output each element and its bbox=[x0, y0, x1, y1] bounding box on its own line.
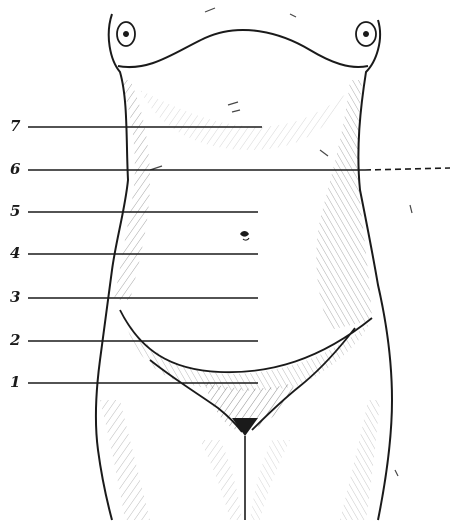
label-2: 2 bbox=[10, 333, 20, 348]
label-7: 7 bbox=[10, 119, 20, 134]
left-thigh-inner-shading bbox=[200, 440, 242, 520]
label-4: 4 bbox=[10, 246, 20, 261]
upper-abdomen-shading bbox=[140, 90, 350, 150]
costal-margin bbox=[118, 30, 368, 67]
indicator-lines bbox=[28, 127, 450, 383]
label-6: 6 bbox=[10, 162, 20, 177]
label-5: 5 bbox=[10, 204, 20, 219]
right-thigh-inner-shading bbox=[250, 440, 290, 520]
label-3: 3 bbox=[10, 290, 20, 305]
left-flank-shading bbox=[114, 80, 150, 300]
right-thigh-shading bbox=[340, 400, 380, 520]
label-1: 1 bbox=[10, 375, 20, 390]
navel bbox=[240, 231, 249, 240]
right-nipple bbox=[356, 22, 376, 46]
indicator-line-6-dashed bbox=[365, 168, 450, 170]
left-nipple bbox=[117, 22, 135, 46]
